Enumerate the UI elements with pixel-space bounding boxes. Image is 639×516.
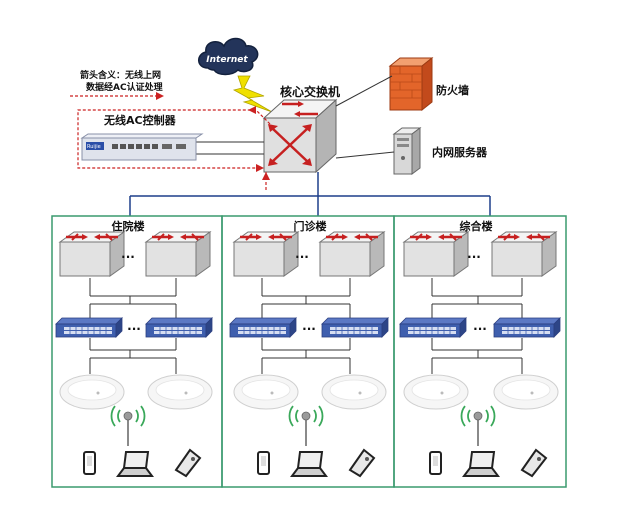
- access-switch-icon: [55, 317, 123, 338]
- building-panel-2: 门诊楼 ... ...: [221, 215, 395, 488]
- building-name: 住院楼: [112, 219, 145, 233]
- ellipsis: ...: [127, 319, 141, 333]
- ellipsis: ...: [295, 247, 309, 261]
- distribution-switch-icon: [58, 230, 126, 278]
- distribution-switch-icon: [232, 230, 300, 278]
- ellipsis: ...: [121, 247, 135, 261]
- auth-path-arrows: [77, 109, 271, 192]
- handheld-terminal-icon: [349, 449, 375, 477]
- access-point-icon: [321, 374, 387, 410]
- firewall-icon: [388, 56, 434, 112]
- ac-controller-icon: [80, 133, 204, 161]
- core-to-firewall-link: [335, 75, 393, 107]
- core-switch-icon: [262, 98, 338, 174]
- access-point-icon: [59, 374, 125, 410]
- auth-arrow-right-icon: [256, 164, 264, 172]
- access-point-icon: [493, 374, 559, 410]
- access-switch-icon: [399, 317, 467, 338]
- laptop-icon: [117, 451, 153, 477]
- distribution-switch-icon: [144, 230, 212, 278]
- ellipsis: ...: [302, 319, 316, 333]
- core-switch-label: 核心交换机: [280, 84, 340, 99]
- wireless-signal-icon: [288, 405, 324, 447]
- lightning-icon: [232, 75, 273, 113]
- building-name: 门诊楼: [294, 219, 327, 233]
- legend-arrow-icon: [156, 92, 164, 100]
- controller-badge: Ruijie: [87, 144, 101, 150]
- auth-arrow-left-icon: [248, 106, 256, 114]
- laptop-icon: [463, 451, 499, 477]
- access-switch-icon: [145, 317, 213, 338]
- building-name: 综合楼: [460, 219, 493, 233]
- handheld-terminal-icon: [521, 449, 547, 477]
- phone-icon: [429, 451, 442, 475]
- phone-icon: [257, 451, 270, 475]
- handheld-terminal-icon: [175, 449, 201, 477]
- internet-cloud-icon: Internet: [198, 37, 259, 76]
- legend-line-2: 数据经AC认证处理: [86, 81, 163, 93]
- legend-line-1: 箭头含义：无线上网: [80, 69, 161, 81]
- access-point-icon: [403, 374, 469, 410]
- distribution-switch-icon: [490, 230, 558, 278]
- phone-icon: [83, 451, 96, 475]
- access-switch-icon: [229, 317, 297, 338]
- ellipsis: ...: [467, 247, 481, 261]
- server-label: 内网服务器: [432, 145, 488, 159]
- access-switch-icon: [321, 317, 389, 338]
- wireless-signal-icon: [110, 405, 146, 447]
- ellipsis: ...: [473, 319, 487, 333]
- internet-label: Internet: [206, 55, 248, 65]
- laptop-icon: [291, 451, 327, 477]
- firewall-label: 防火墙: [436, 83, 469, 97]
- distribution-switch-icon: [402, 230, 470, 278]
- wireless-signal-icon: [460, 405, 496, 447]
- server-icon: [392, 127, 422, 175]
- distribution-switch-icon: [318, 230, 386, 278]
- building-panel-1: 住院楼 ... ...: [51, 215, 223, 488]
- access-point-icon: [147, 374, 213, 410]
- building-panel-3: 综合楼 ... ...: [393, 215, 567, 488]
- controller-label: 无线AC控制器: [103, 113, 177, 127]
- core-to-server-link: [335, 151, 395, 159]
- auth-arrow-up-icon: [262, 172, 270, 180]
- access-point-icon: [233, 374, 299, 410]
- access-switch-icon: [493, 317, 561, 338]
